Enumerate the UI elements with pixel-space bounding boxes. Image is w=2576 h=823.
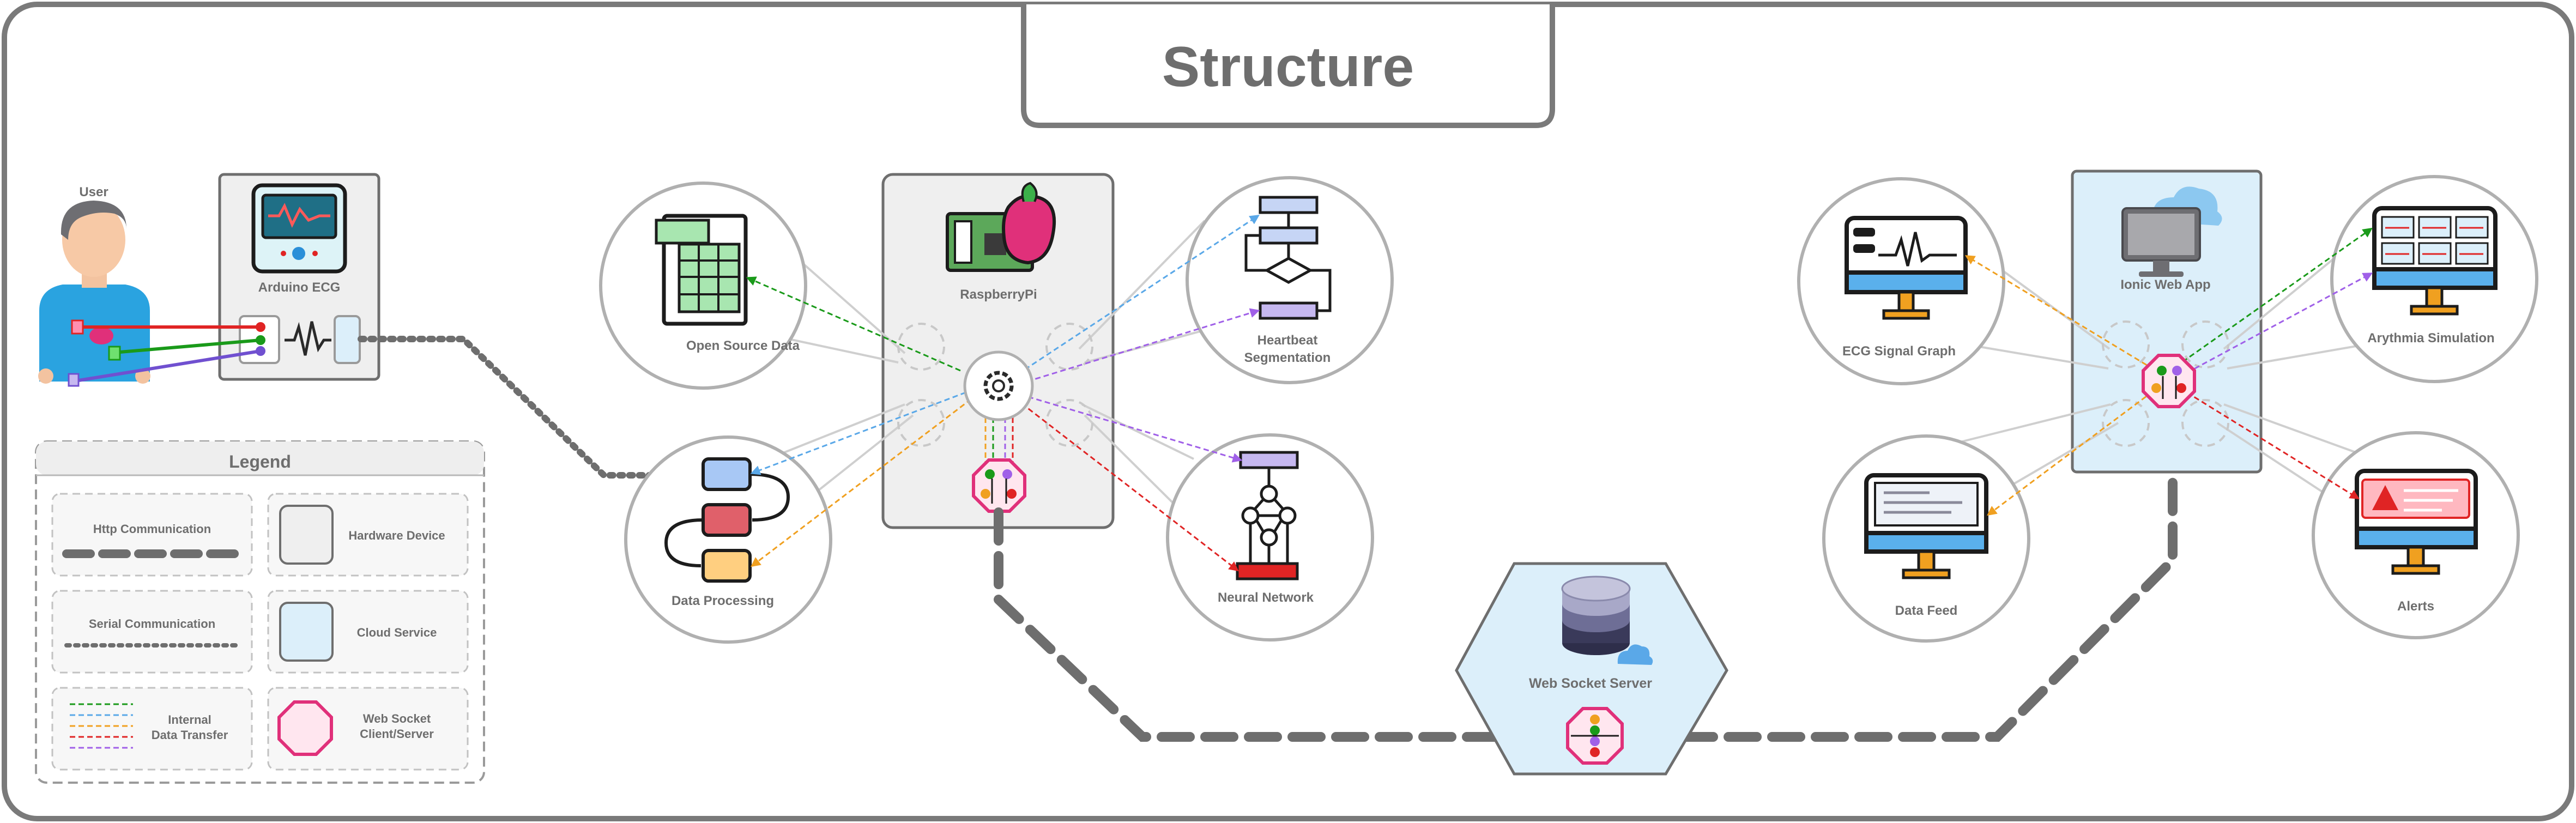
electrode-purple <box>68 373 80 387</box>
heartbeat-segmentation-node: Heartbeat Segmentation <box>1186 176 1394 384</box>
legend-serial-label: Serial Communication <box>89 617 215 631</box>
legend-websocket-line1: Web Socket <box>363 712 431 725</box>
legend-hardware-swatch <box>279 505 334 565</box>
legend-hardware-label: Hardware Device <box>348 529 445 542</box>
alerts-label: Alerts <box>2397 599 2434 614</box>
neural-network-node: Neural Network <box>1166 433 1374 642</box>
arduino-label: Arduino ECG <box>258 280 341 295</box>
web-socket-server-node: Web Socket Server <box>1455 562 1728 776</box>
legend: Legend Http Communication Serial Communi… <box>35 440 485 784</box>
database-cloud-icon <box>1561 576 1653 665</box>
heartbeat-segmentation-label-2: Segmentation <box>1244 350 1331 365</box>
rpi-processing-hub <box>963 350 1034 421</box>
user-hair <box>61 201 126 240</box>
server-websocket-icon <box>1566 707 1624 765</box>
open-source-data-label: Open Source Data <box>686 338 800 353</box>
ionic-websocket-client-icon <box>2142 354 2196 408</box>
ecg-signal-graph-node: ECG Signal Graph <box>1797 177 2005 385</box>
arythmia-simulation-label: Arythmia Simulation <box>2367 331 2494 346</box>
alerts-node: Alerts <box>2312 431 2520 639</box>
arduino-ecg-device: Arduino ECG <box>218 173 380 381</box>
legend-cloud-swatch <box>279 602 334 662</box>
legend-internal-lines <box>70 703 133 749</box>
data-processing-label: Data Processing <box>672 594 774 608</box>
arythmia-simulation-node: Arythmia Simulation <box>2330 175 2538 383</box>
title-tab: Structure <box>1021 4 1555 128</box>
rpi-internal-transfers <box>746 215 1260 572</box>
warning-icon <box>2372 485 2398 510</box>
legend-internal-line1: Internal <box>168 713 211 727</box>
arduino-output-port <box>334 315 361 364</box>
ecg-wave-icon <box>285 321 331 356</box>
legend-websocket-octagon <box>277 700 333 756</box>
ionic-cloud-monitor-icon <box>2121 186 2222 277</box>
neural-network-label: Neural Network <box>1218 590 1314 605</box>
page-title: Structure <box>1162 35 1414 99</box>
ionic-web-app-label: Ionic Web App <box>2120 277 2210 292</box>
electrode-green <box>108 346 121 361</box>
legend-internal-line2: Data Transfer <box>152 728 228 742</box>
heartbeat-segmentation-label-1: Heartbeat <box>1257 333 1318 348</box>
heart-icon <box>89 327 113 344</box>
legend-cloud-label: Cloud Service <box>357 626 437 639</box>
data-processing-node: Data Processing <box>624 435 832 644</box>
legend-title: Legend <box>229 452 291 471</box>
ionic-internal-transfers <box>1964 227 2373 516</box>
open-source-data-node: Open Source Data <box>599 181 807 390</box>
legend-http-label: Http Communication <box>93 522 211 536</box>
gear-icon <box>983 371 1014 401</box>
user-label: User <box>79 185 108 199</box>
user-head <box>62 203 125 277</box>
ecg-signal-graph-label: ECG Signal Graph <box>1842 344 1956 359</box>
raspberrypi-board-icon <box>946 181 1056 272</box>
rpi-websocket-client-icon <box>972 458 1026 513</box>
electrode-red <box>71 319 84 335</box>
raspberrypi-label: RaspberryPi <box>960 287 1037 302</box>
user-figure: User <box>38 185 150 387</box>
data-feed-node: Data Feed <box>1822 434 2030 643</box>
web-socket-server-label: Web Socket Server <box>1529 676 1652 691</box>
legend-websocket-line2: Client/Server <box>360 727 434 741</box>
data-feed-label: Data Feed <box>1895 603 1958 618</box>
